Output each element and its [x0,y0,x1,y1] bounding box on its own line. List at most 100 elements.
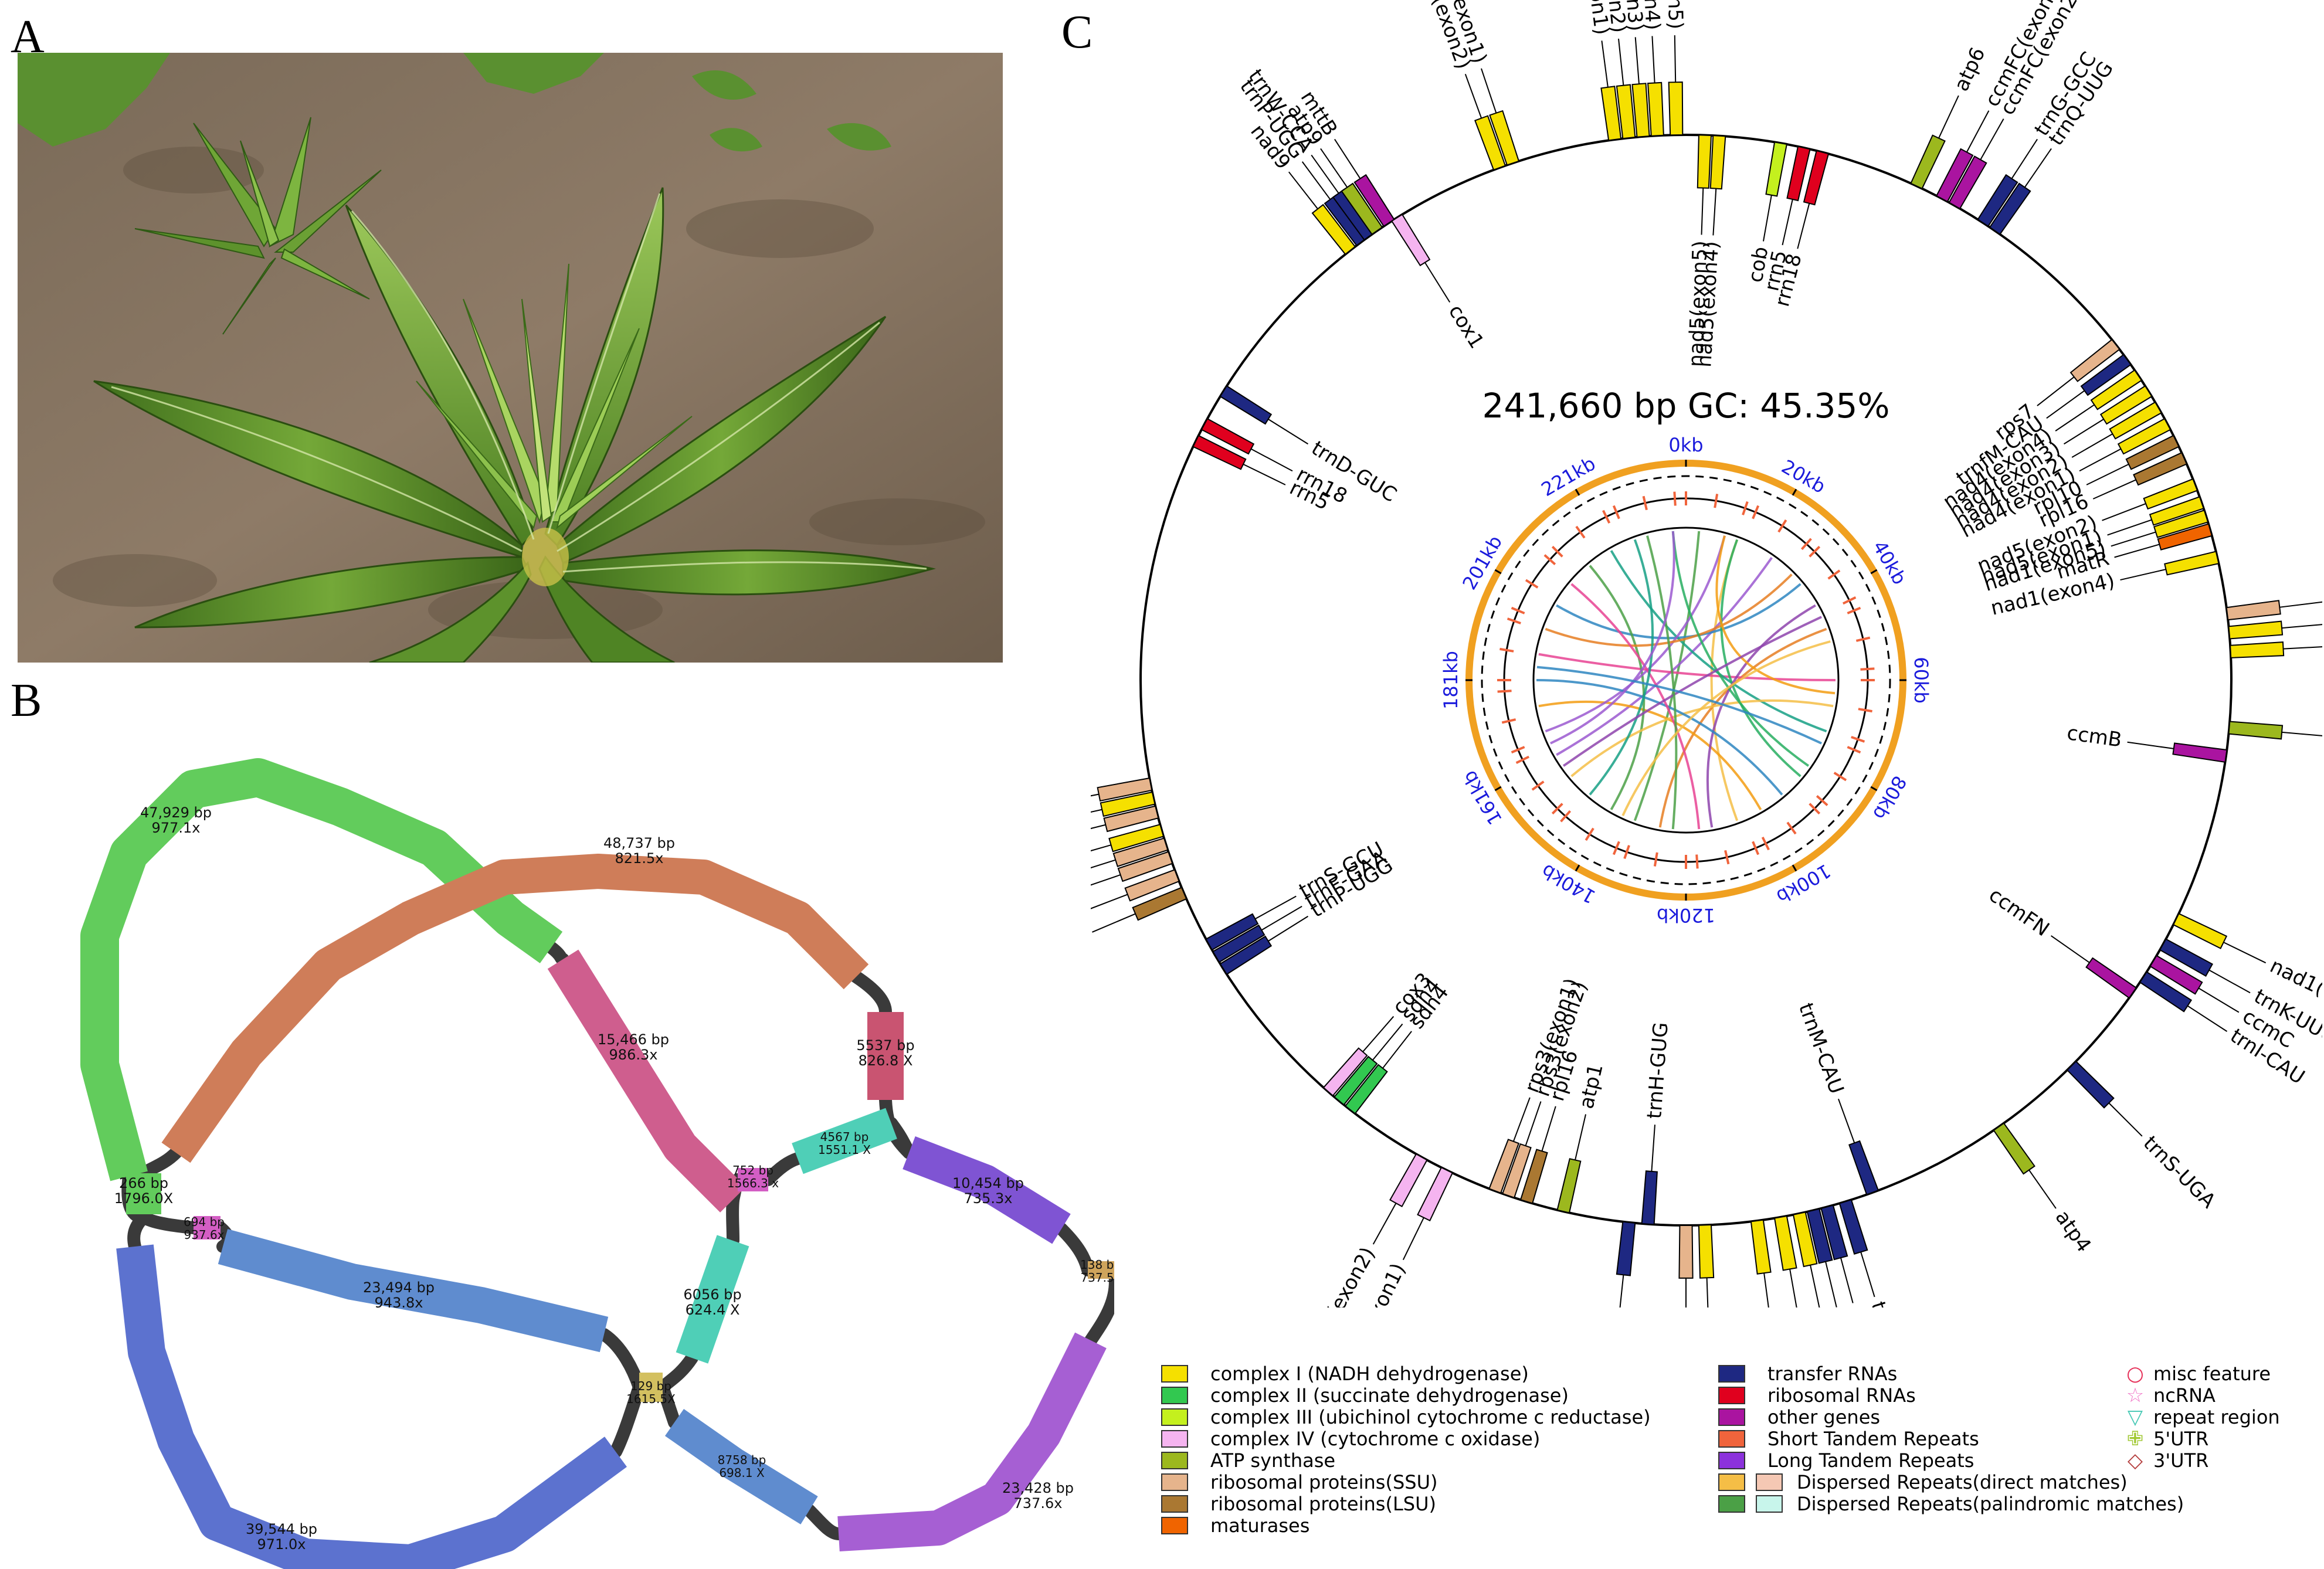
legend-label: Long Tandem Repeats [1767,1449,1974,1472]
gene-leader-line [1334,138,1361,179]
contig-coverage-label: 1796.0X [114,1190,173,1207]
legend-swatch [1161,1430,1188,1448]
legend-symbol: ○ [2126,1362,2144,1385]
dispersed-repeat-link [1545,535,1726,733]
tandem-repeat-mark [1501,718,1516,724]
gene-block [1698,1224,1715,1279]
gene-leader-line [1362,1016,1395,1052]
contig-length-label: 8758 bp [718,1453,766,1467]
dispersed-repeat-link [1715,535,1836,695]
gene-block [1668,81,1684,136]
gene-label: cox1 [1444,301,1488,353]
gene-leader-line [1402,1217,1424,1261]
graph-link [1084,1264,1114,1347]
gene-block [1474,115,1507,171]
position-tick-label: 161kb [1458,767,1507,829]
gene-leader-line [1512,1097,1531,1142]
gene-leader-line [1634,37,1640,84]
tandem-repeat-mark [1858,708,1872,713]
gene-leader-line [2102,503,2146,521]
contig-coverage-label: 943.8x [375,1295,423,1311]
gene-leader-line [2282,731,2322,736]
legend-label: transfer RNAs [1767,1363,1898,1385]
legend-item: ATP synthase [1161,1449,1335,1472]
contig-coverage-label: 735.3x [964,1190,1013,1207]
gene-block [1848,1140,1879,1196]
gene-block [1219,935,1273,976]
gene-leader-line [1810,1265,1820,1308]
legend-item: Dispersed Repeats(palindromic matches) [1718,1493,2184,1515]
gene-block [1212,924,1266,963]
legend-label: Short Tandem Repeats [1767,1428,1979,1450]
gene-leader-line [1837,1098,1855,1143]
legend-label: repeat region [2153,1406,2280,1428]
gene-label: atp4 [2051,1206,2096,1256]
tandem-repeat-mark [1499,647,1514,653]
gene-block [1390,213,1431,267]
gene-leader-line [2114,544,2160,558]
gene-block [1219,385,1273,425]
gene-leader-line [2086,463,2129,485]
dispersed-repeat-link [1538,653,1836,681]
gene-block [1641,1170,1658,1225]
dispersed-repeat-link [1536,665,1822,745]
dispersed-repeat-link [1706,604,1816,828]
tandem-repeat-mark [1742,501,1749,515]
legend-item: ribosomal proteins(SSU) [1161,1471,1437,1493]
gene-leader-line [2198,987,2240,1013]
gene-label: trnS-UGA [2139,1132,2220,1213]
gene-leader-line [1782,199,1793,246]
gene-block [2069,338,2121,382]
gene-block [1792,1211,1818,1268]
gene-block [1838,1198,1868,1255]
gene-block [2117,417,2172,455]
contig-c8 [792,1108,897,1174]
gene-leader-line [2108,1102,2143,1137]
gene-leader-line [2127,741,2174,749]
legend-swatch [1161,1452,1188,1469]
dispersed-repeat-ring [1532,527,1840,834]
tandem-repeat-mark [1827,569,1841,580]
gene-leader-line [1525,1101,1542,1146]
gene-leader-line [2187,1005,2228,1032]
dispersed-repeat-link [1550,531,1675,745]
gene-label: trnM-CAU [1794,1000,1848,1097]
gene-block [1616,1221,1636,1276]
gene-leader-line [1382,1031,1412,1069]
gene-block [1786,145,1811,202]
gene-leader-line [2111,531,2156,547]
dispersed-repeat-link [1556,556,1773,756]
contig-length-label: 15,466 bp [598,1031,669,1048]
legend-item: ▽ repeat region [2123,1405,2280,1429]
gene-block [1100,791,1156,817]
graph-link [1055,1222,1094,1276]
legend-label: complex IV (cytochrome c oxidase) [1210,1428,1541,1450]
gene-leader-line [2050,935,2090,963]
legend-label: Dispersed Repeats(direct matches) [1797,1471,2128,1493]
genome-size-gc-label: 241,660 bp GC: 45.35% [1482,386,1890,426]
gene-leader-line [2037,376,2075,406]
legend: complex I (NADH dehydrogenase)complex II… [1161,1362,2322,1563]
position-tick [1870,569,1878,575]
legend-swatch [1756,1473,1783,1491]
gene-block [2149,495,2204,526]
position-tick [1575,488,1580,496]
gene-leader-line [1092,913,1136,933]
contig-coverage-label: 821.5x [615,850,664,867]
gene-leader-line [1541,1106,1556,1152]
genome-map: nad2(exon2)nad2(exon1)nad7(exon1)nad7(ex… [1091,0,2322,1308]
gene-leader-line [1250,448,1293,472]
contig-length-label: 23,494 bp [363,1279,435,1296]
gene-leader-line [1938,95,1959,138]
graph-link [137,1146,182,1180]
gene-block [1132,887,1188,921]
gene-block [1806,1208,1833,1264]
gene-block [1489,110,1520,166]
gene-block [1192,434,1247,470]
legend-symbol: ▽ [2127,1405,2143,1429]
gene-block [1519,1149,1548,1204]
contig-coverage-label: 624.4 X [686,1302,740,1318]
gene-leader-line [1825,1261,1837,1308]
gene-leader-line [1424,262,1451,303]
